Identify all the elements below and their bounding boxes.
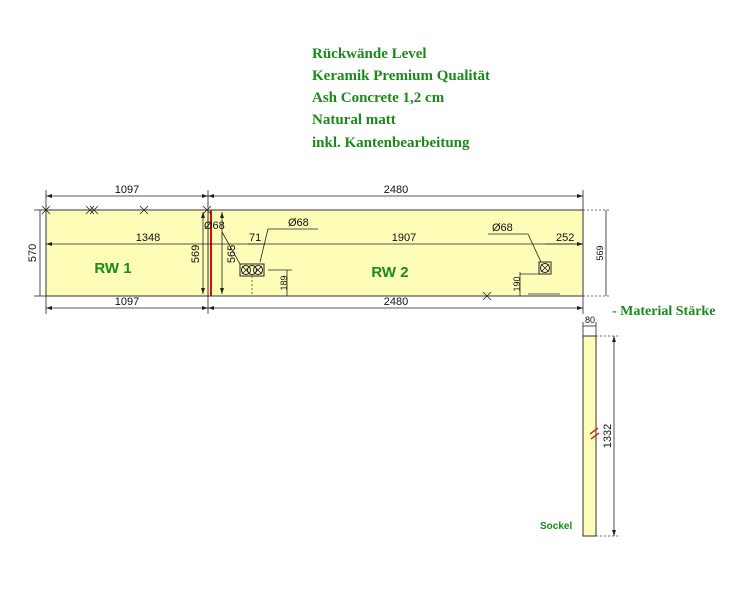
title-line-2: Keramik Premium Qualität bbox=[312, 68, 490, 84]
dim-top-rw1: 1097 bbox=[115, 184, 139, 196]
inner-horizontal-dimensions: 1348 1907 bbox=[46, 232, 583, 246]
dim-offset-252: 252 bbox=[556, 232, 574, 244]
hole-icon bbox=[540, 263, 550, 273]
title-block: Rückwände Level Keramik Premium Qualität… bbox=[312, 46, 490, 151]
hole-group-2: Ø68 252 190 bbox=[488, 222, 583, 296]
inner-vertical-dimensions: 569 565 bbox=[190, 212, 238, 294]
panel-label-rw1: RW 1 bbox=[94, 260, 131, 277]
top-dimensions: 1097 2480 bbox=[45, 184, 584, 210]
panel-rw1 bbox=[45, 209, 209, 297]
panel-rw2 bbox=[207, 209, 584, 297]
material-label: - Material Stärke bbox=[612, 304, 715, 319]
hole-icon bbox=[253, 265, 263, 275]
dim-height-565: 565 bbox=[226, 245, 238, 263]
dim-sockel-length: 1332 bbox=[602, 424, 614, 448]
title-line-4: Natural matt bbox=[312, 112, 396, 128]
left-height-dimension: 570 bbox=[27, 209, 46, 297]
dim-hole-d1: Ø68 bbox=[204, 220, 225, 232]
dim-offset-71: 71 bbox=[249, 232, 261, 244]
dim-offset-190: 190 bbox=[512, 276, 522, 291]
panel-label-rw2: RW 2 bbox=[371, 264, 408, 281]
title-line-3: Ash Concrete 1,2 cm bbox=[312, 90, 445, 106]
dim-inner-1348: 1348 bbox=[136, 232, 160, 244]
bottom-dimensions: 1097 2480 bbox=[45, 296, 584, 314]
dim-sockel-width: 80 bbox=[585, 315, 595, 325]
dim-hole-d3: Ø68 bbox=[492, 222, 513, 234]
dim-offset-189: 189 bbox=[279, 275, 289, 290]
sockel-label: Sockel bbox=[540, 521, 572, 532]
corner-markers bbox=[41, 205, 492, 301]
dim-height-left: 570 bbox=[27, 244, 39, 262]
hole-group-1: Ø68 Ø68 71 189 bbox=[204, 217, 318, 296]
dim-bottom-rw2: 2480 bbox=[384, 296, 408, 308]
break-mark-icon bbox=[589, 427, 600, 440]
dim-top-rw2: 2480 bbox=[384, 184, 408, 196]
dim-height-569-right: 569 bbox=[595, 245, 605, 260]
dim-inner-1907: 1907 bbox=[392, 232, 416, 244]
title-line-5: inkl. Kantenbearbeitung bbox=[312, 135, 470, 151]
hole-icon bbox=[241, 265, 251, 275]
dim-hole-d2: Ø68 bbox=[288, 217, 309, 229]
dim-height-569-mid: 569 bbox=[190, 245, 202, 263]
sockel-strip: 80 1332 bbox=[582, 315, 620, 537]
title-line-1: Rückwände Level bbox=[312, 46, 427, 62]
right-height-dimension: 569 bbox=[583, 209, 610, 297]
hole-icon bbox=[247, 265, 257, 275]
dim-bottom-rw1: 1097 bbox=[115, 296, 139, 308]
